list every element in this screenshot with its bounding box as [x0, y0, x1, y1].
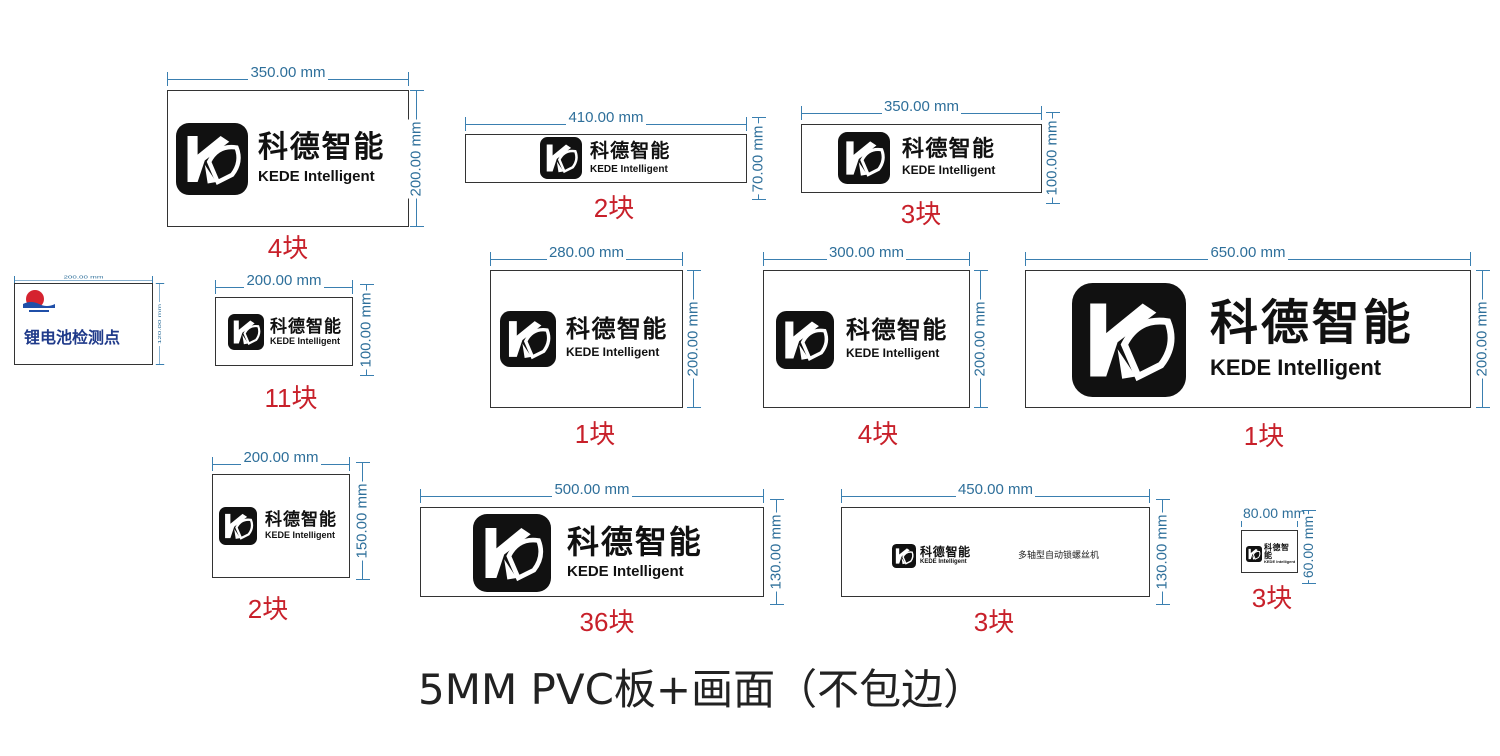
- brand-chinese: 科德智能: [258, 130, 386, 164]
- quantity-s9: 2块: [247, 594, 289, 624]
- dimension-height-s4: 120.00 mm: [155, 283, 165, 365]
- brand-chinese: 科德智能: [566, 316, 668, 344]
- kd-logo-icon: [776, 311, 834, 369]
- kede-logo: 科德智能 KEDE Intelligent: [1246, 544, 1297, 564]
- quantity-s8: 1块: [1243, 421, 1285, 451]
- kede-logo: 科德智能 KEDE Intelligent: [540, 137, 671, 179]
- kede-logo: 科德智能 KEDE Intelligent: [500, 311, 668, 367]
- sign-panel-s1: 科德智能 KEDE Intelligent: [167, 90, 409, 227]
- sign-panel-s3: 科德智能 KEDE Intelligent: [801, 124, 1042, 193]
- dimension-width-s5: 200.00 mm: [215, 272, 353, 294]
- kede-logo: 科德智能 KEDE Intelligent: [892, 544, 971, 568]
- kd-logo-icon: [500, 311, 556, 367]
- kede-logo: 科德智能 KEDE Intelligent: [219, 507, 337, 545]
- dimension-width-s11: 450.00 mm: [841, 481, 1150, 503]
- dimension-width-s7: 300.00 mm: [763, 244, 970, 266]
- dimension-height-s3: 100.00 mm: [1043, 112, 1061, 204]
- dimension-width-s3: 350.00 mm: [801, 98, 1042, 120]
- sign-panel-s11: 科德智能 KEDE Intelligent 多轴型自动锁螺丝机: [841, 507, 1150, 597]
- quantity-s2: 2块: [593, 193, 635, 223]
- dimension-height-s1: 200.00 mm: [407, 90, 425, 227]
- quantity-s11: 3块: [973, 607, 1015, 637]
- dimension-width-s6: 280.00 mm: [490, 244, 683, 266]
- dimension-height-s9: 150.00 mm: [353, 462, 371, 580]
- sign-panel-s8: 科德智能 KEDE Intelligent: [1025, 270, 1471, 408]
- dimension-width-s4: 200.00 mm: [14, 274, 153, 285]
- brand-chinese: 科德智能: [902, 136, 996, 162]
- kede-logo: 科德智能 KEDE Intelligent: [838, 132, 995, 184]
- kd-logo-icon: [228, 314, 264, 350]
- dimension-width-s2: 410.00 mm: [465, 109, 747, 131]
- dimension-height-s11: 130.00 mm: [1153, 499, 1171, 605]
- kd-logo-icon: [176, 123, 248, 195]
- sign-panel-s10: 科德智能 KEDE Intelligent: [420, 507, 764, 597]
- brand-english: KEDE Intelligent: [270, 335, 341, 346]
- dimension-width-s12: 80.00 mm: [1241, 505, 1308, 527]
- sign-panel-s7: 科德智能 KEDE Intelligent: [763, 270, 970, 408]
- material-caption: 5MM PVC板+画面（不包边）: [418, 665, 986, 714]
- dimension-height-s12: 60.00 mm: [1300, 510, 1316, 584]
- brand-chinese: 科德智能: [590, 140, 671, 162]
- sign-panel-s9: 科德智能 KEDE Intelligent: [212, 474, 350, 578]
- brand-english: KEDE Intelligent: [902, 163, 996, 178]
- quantity-s7: 4块: [857, 419, 899, 449]
- brand-chinese: 科德智能: [1264, 543, 1290, 560]
- kd-logo-icon: [892, 544, 916, 568]
- brand-english: KEDE Intelligent: [920, 559, 967, 566]
- dimension-height-s5: 100.00 mm: [357, 284, 375, 376]
- kd-logo-icon: [540, 137, 582, 179]
- kd-logo-icon: [1246, 546, 1262, 563]
- machine-name: 多轴型自动锁螺丝机: [1018, 550, 1100, 560]
- brand-chinese: 科德智能: [1210, 296, 1414, 350]
- quantity-s3: 3块: [900, 199, 942, 229]
- dimension-height-s10: 130.00 mm: [767, 499, 785, 605]
- dimension-width-s10: 500.00 mm: [420, 481, 764, 503]
- kd-logo-icon: [473, 514, 551, 592]
- kd-logo-icon: [838, 132, 890, 184]
- brand-english: KEDE Intelligent: [1210, 354, 1382, 380]
- brand-english: KEDE Intelligent: [1264, 559, 1296, 564]
- brand-chinese: 科德智能: [920, 545, 971, 560]
- dimension-height-s2: 70.00 mm: [749, 117, 767, 200]
- dimension-height-s7: 200.00 mm: [971, 270, 989, 408]
- brand-english: KEDE Intelligent: [567, 562, 684, 580]
- kede-logo: 科德智能 KEDE Intelligent: [176, 123, 385, 195]
- sign-panel-s2: 科德智能 KEDE Intelligent: [465, 134, 747, 183]
- sign-panel-s12: 科德智能 KEDE Intelligent: [1241, 530, 1298, 573]
- brand-chinese: 科德智能: [567, 523, 703, 560]
- brand-english: KEDE Intelligent: [846, 346, 940, 361]
- kede-logo: 科德智能 KEDE Intelligent: [228, 314, 342, 350]
- quantity-s1: 4块: [267, 233, 309, 263]
- quantity-s6: 1块: [574, 419, 616, 449]
- sign-panel-s6: 科德智能 KEDE Intelligent: [490, 270, 683, 408]
- brand-english: KEDE Intelligent: [566, 345, 660, 360]
- kede-logo: 科德智能 KEDE Intelligent: [776, 311, 948, 369]
- kede-logo: 科德智能 KEDE Intelligent: [1072, 283, 1414, 397]
- quantity-s10: 36块: [579, 607, 635, 637]
- dimension-width-s9: 200.00 mm: [212, 449, 350, 471]
- quantity-s12: 3块: [1251, 583, 1293, 613]
- kd-logo-icon: [219, 507, 257, 545]
- brand-chinese: 科德智能: [265, 510, 338, 530]
- sign-panel-s5: 科德智能 KEDE Intelligent: [215, 297, 353, 366]
- dimension-width-s8: 650.00 mm: [1025, 244, 1471, 266]
- battery-check-title: 锂电池检测点: [24, 330, 121, 347]
- brand-english: KEDE Intelligent: [265, 530, 336, 541]
- brand-chinese: 科德智能: [846, 317, 948, 345]
- kd-logo-icon: [1072, 283, 1186, 397]
- sign-panel-s4: 锂电池检测点: [14, 283, 153, 365]
- dimension-height-s8: 200.00 mm: [1473, 270, 1491, 408]
- brand-english: KEDE Intelligent: [590, 163, 668, 175]
- dimension-width-s1: 350.00 mm: [167, 64, 409, 86]
- battery-station-logo-icon: [23, 290, 55, 312]
- brand-english: KEDE Intelligent: [258, 167, 375, 185]
- brand-chinese: 科德智能: [270, 316, 343, 336]
- quantity-s5: 11块: [264, 383, 318, 413]
- dimension-height-s6: 200.00 mm: [684, 270, 702, 408]
- kede-logo: 科德智能 KEDE Intelligent: [473, 514, 703, 592]
